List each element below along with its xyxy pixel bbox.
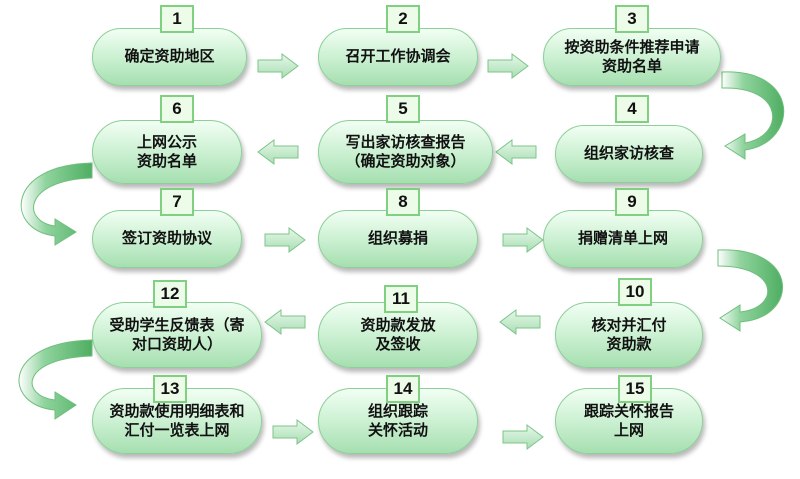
step-6-box: 上网公示 资助名单 <box>92 120 242 184</box>
step-10-box: 核对并汇付 资助款 <box>555 302 703 368</box>
curve-arrow-3-to-4 <box>721 71 785 160</box>
step-14-box: 组织跟踪 关怀活动 <box>318 388 478 454</box>
step-11-label: 资助款发放 及签收 <box>360 315 436 354</box>
step-5-number: 5 <box>386 95 420 123</box>
step-10-number: 10 <box>618 278 652 306</box>
step-14-number: 14 <box>386 375 420 403</box>
step-1-number: 1 <box>160 5 194 33</box>
straight-arrow-7 <box>499 309 541 335</box>
step-15-label: 跟踪关怀报告 上网 <box>583 401 674 440</box>
straight-arrow-8 <box>264 309 306 335</box>
straight-arrow-1 <box>257 53 299 79</box>
step-1-box: 确定资助地区 <box>92 28 247 86</box>
straight-arrow-4 <box>257 139 299 165</box>
step-13-label: 资助款使用明细表和 汇付一览表上网 <box>109 401 245 440</box>
step-4-box: 组织家访核查 <box>555 125 703 183</box>
step-10-label: 核对并汇付 资助款 <box>591 315 667 354</box>
curve-arrow-9-to-10 <box>717 249 784 332</box>
step-11-box: 资助款发放 及签收 <box>318 302 478 368</box>
straight-arrow-6 <box>502 227 544 253</box>
step-13-box: 资助款使用明细表和 汇付一览表上网 <box>92 388 262 454</box>
straight-arrow-5 <box>264 227 306 253</box>
straight-arrow-2 <box>487 53 529 79</box>
step-9-number: 9 <box>615 188 649 216</box>
step-3-label: 按资助条件推荐申请 资助名单 <box>564 37 700 76</box>
step-2-label: 召开工作协调会 <box>345 47 451 66</box>
step-15-number: 15 <box>618 375 652 403</box>
straight-arrow-3 <box>495 139 537 165</box>
step-4-label: 组织家访核查 <box>583 144 674 163</box>
step-6-number: 6 <box>160 95 194 123</box>
step-4-number: 4 <box>615 95 649 123</box>
step-12-box: 受助学生反馈表（寄 对口资助人） <box>92 302 262 368</box>
step-8-label: 组织募捐 <box>367 229 428 248</box>
step-12-label: 受助学生反馈表（寄 对口资助人） <box>109 315 245 354</box>
step-12-number: 12 <box>153 280 187 308</box>
step-14-label: 组织跟踪 关怀活动 <box>367 401 428 440</box>
curve-arrow-6-to-7 <box>20 162 93 246</box>
step-8-number: 8 <box>386 188 420 216</box>
straight-arrow-10 <box>502 424 544 450</box>
step-2-box: 召开工作协调会 <box>318 28 478 86</box>
step-3-number: 3 <box>615 5 649 33</box>
step-5-box: 写出家访核查报告 （确定资助对象） <box>318 120 493 184</box>
step-6-label: 上网公示 资助名单 <box>136 132 197 171</box>
step-3-box: 按资助条件推荐申请 资助名单 <box>543 28 721 86</box>
step-1-label: 确定资助地区 <box>124 47 215 66</box>
step-13-number: 13 <box>153 375 187 403</box>
step-7-number: 7 <box>160 188 194 216</box>
step-2-number: 2 <box>386 5 420 33</box>
step-11-number: 11 <box>384 285 418 313</box>
step-9-label: 捐赠清单上网 <box>577 229 668 248</box>
step-15-box: 跟踪关怀报告 上网 <box>555 388 703 454</box>
step-7-box: 签订资助协议 <box>92 210 242 268</box>
step-8-box: 组织募捐 <box>318 210 478 268</box>
step-7-label: 签订资助协议 <box>121 229 212 248</box>
step-9-box: 捐赠清单上网 <box>543 210 703 268</box>
step-5-label: 写出家访核查报告 （确定资助对象） <box>345 132 466 171</box>
straight-arrow-9 <box>272 419 314 445</box>
curve-arrow-12-to-13 <box>18 339 93 420</box>
